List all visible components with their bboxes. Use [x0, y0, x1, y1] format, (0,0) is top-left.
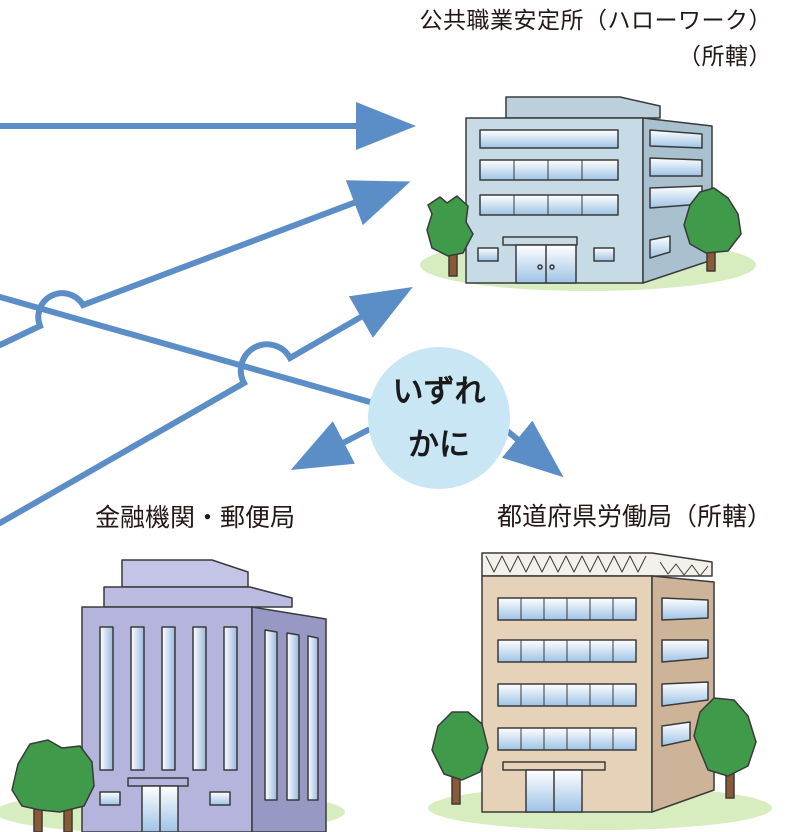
hellowork-tree-right: [683, 187, 742, 272]
bank-label: 金融機関・郵便局: [95, 503, 296, 532]
hellowork-building: [420, 96, 756, 291]
arrow-to-hellowork-2: [0, 180, 411, 348]
choice-bubble-line2: かに: [408, 427, 470, 463]
labor-bureau-label: 都道府県労働局（所轄）: [497, 502, 773, 531]
arrow-to-labor-bureau: [501, 420, 564, 478]
hellowork-label: 公共職業安定所（ハローワーク）: [419, 8, 772, 34]
labor-bureau-building: [428, 552, 772, 830]
arrow-to-hellowork-3: [0, 286, 413, 526]
arrow-to-choice-bubble: [0, 294, 373, 405]
hellowork-tree-left: [426, 195, 474, 277]
arrows: [0, 102, 564, 526]
labor-tree-left: [431, 711, 489, 805]
choice-bubble: いずれ かに: [368, 347, 510, 489]
labor-tree-right: [693, 697, 757, 799]
hellowork-jurisdiction-label: （所轄）: [678, 44, 772, 70]
bank-tree: [11, 739, 95, 832]
choice-bubble-line1: いずれ: [392, 374, 486, 410]
arrow-to-bank: [290, 421, 371, 471]
bank-building: [0, 559, 345, 832]
